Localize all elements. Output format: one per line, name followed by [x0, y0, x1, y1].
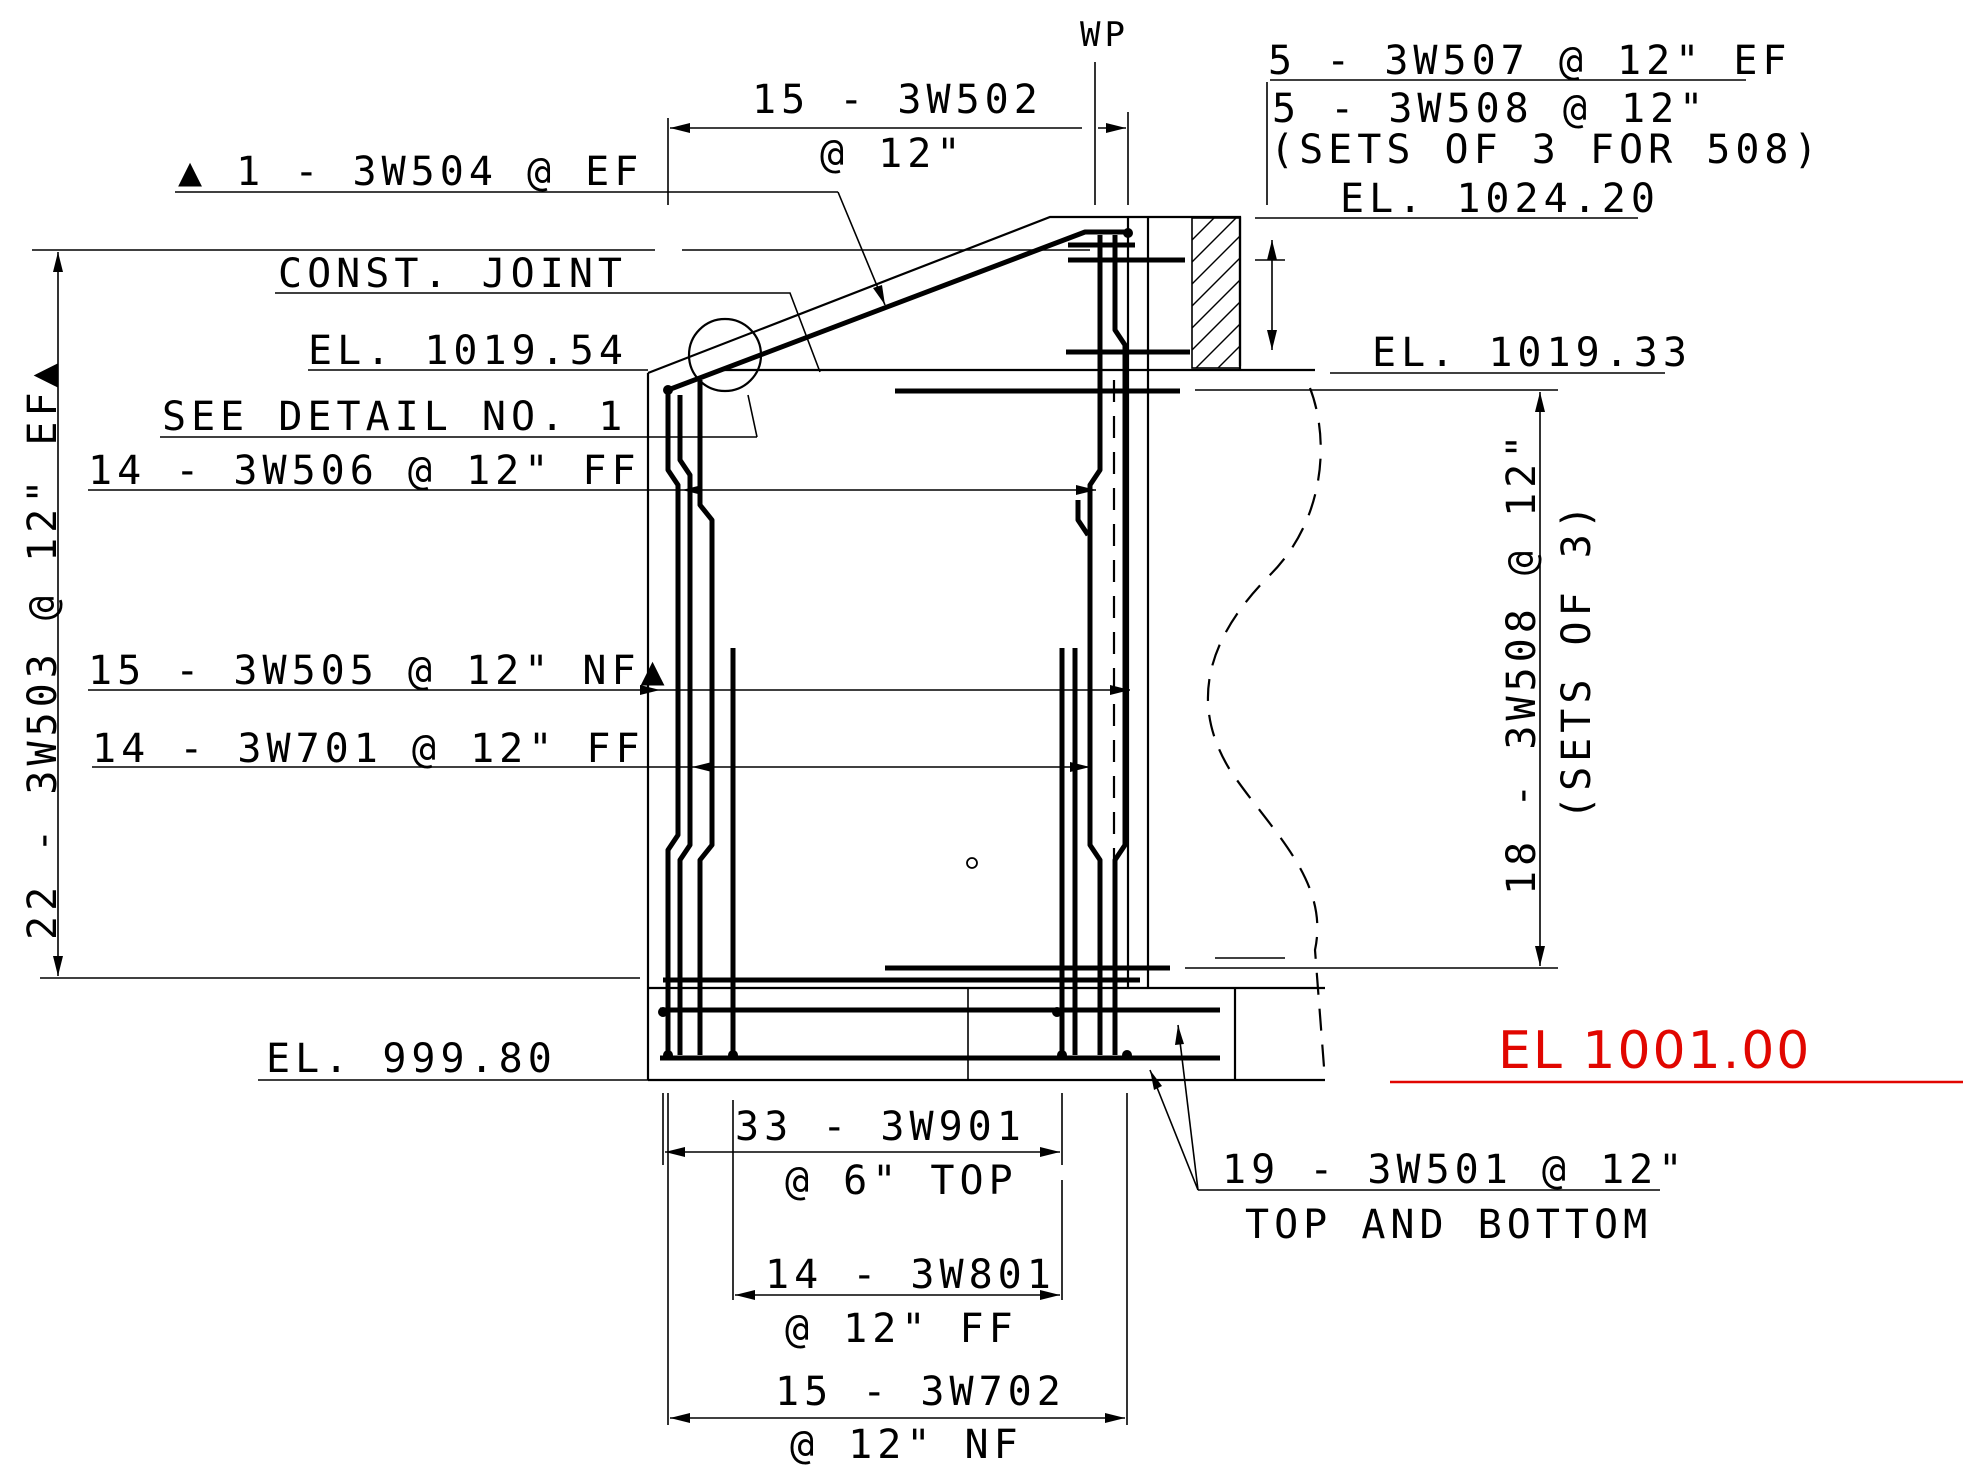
label-bar-504: ▲ 1 - 3W504 @ EF [178, 149, 643, 195]
label-el-1019-54: EL. 1019.54 [308, 328, 628, 374]
label-bar-801-spacing: @ 12" FF [785, 1306, 1018, 1352]
label-bar-508-vertical: 18 - 3W508 @ 12" [1499, 430, 1545, 895]
label-bar-901-spacing: @ 6" TOP [785, 1158, 1018, 1204]
label-el-1019-33: EL. 1019.33 [1372, 330, 1692, 376]
dimension-lines [32, 62, 1963, 1425]
label-bar-505: 15 - 3W505 @ 12" NF▲ [88, 648, 670, 694]
label-bar-501: 19 - 3W501 @ 12" [1222, 1147, 1687, 1193]
label-bar-503-vertical: 22 - 3W503 @ 12" EF▲ [20, 358, 66, 940]
label-bar-801: 14 - 3W801 [765, 1252, 1056, 1298]
label-el-999-80: EL. 999.80 [266, 1036, 557, 1082]
label-bar-507: 5 - 3W507 @ 12" EF [1268, 38, 1791, 84]
label-bar-501-note: TOP AND BOTTOM [1245, 1202, 1652, 1248]
text-labels: WP 15 - 3W502 @ 12" ▲ 1 - 3W504 @ EF CON… [20, 15, 1823, 1466]
label-bar-508-sets: (SETS OF 3 FOR 508) [1270, 127, 1823, 173]
label-el-1001-00: EL 1001.00 [1498, 1021, 1811, 1081]
label-top-bars: 15 - 3W502 [752, 77, 1043, 123]
concrete-outline [646, 215, 1325, 1082]
label-bar-701: 14 - 3W701 @ 12" FF [92, 726, 645, 772]
label-bar-702: 15 - 3W702 [775, 1369, 1066, 1415]
label-bar-508: 5 - 3W508 @ 12" [1272, 86, 1708, 132]
detail-circle [687, 317, 763, 393]
label-const-joint: CONST. JOINT [278, 251, 627, 297]
label-see-detail: SEE DETAIL NO. 1 [162, 394, 627, 440]
label-wp: WP [1080, 15, 1129, 55]
label-top-bars-spacing: @ 12" [820, 131, 965, 177]
reinforcing-bars [658, 228, 1220, 1061]
label-bar-508-vertical-sets: (SETS OF 3) [1554, 500, 1600, 820]
bearing-block-hatch [1191, 217, 1241, 369]
label-bar-702-spacing: @ 12" NF [790, 1422, 1023, 1466]
label-bar-901: 33 - 3W901 [735, 1104, 1026, 1150]
label-bar-506: 14 - 3W506 @ 12" FF [88, 448, 641, 494]
label-el-1024-20: EL. 1024.20 [1340, 176, 1660, 222]
break-line [1206, 387, 1327, 1081]
